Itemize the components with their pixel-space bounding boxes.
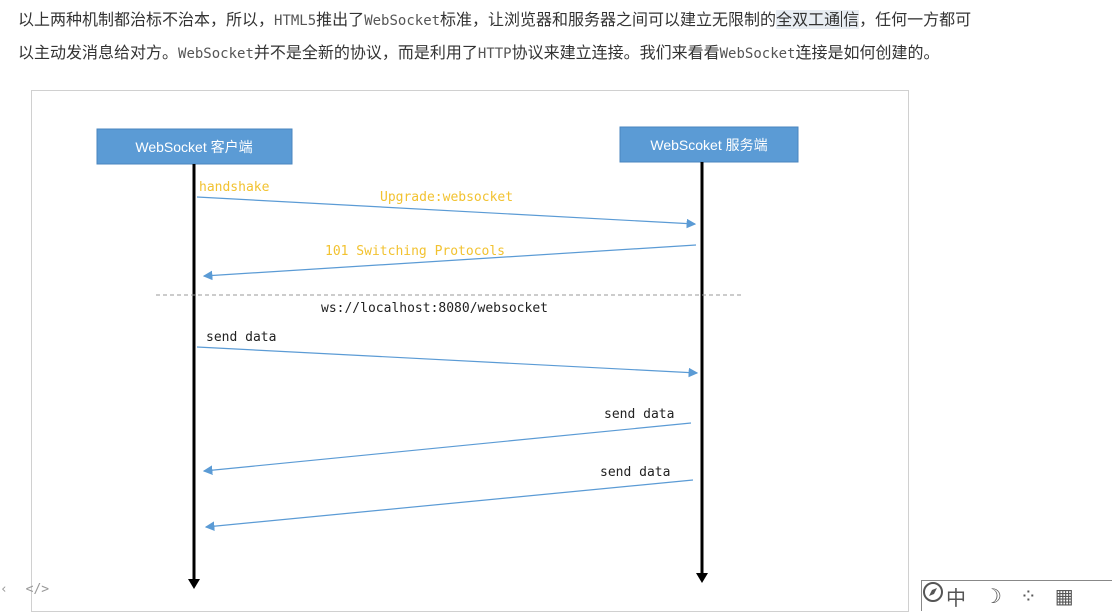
- send-arrow-3: [204, 479, 694, 531]
- text: 以主动发消息给对方。: [18, 43, 179, 62]
- send-arrow-1: [196, 346, 699, 378]
- inline-code: HTML5: [274, 13, 317, 29]
- switching-label: 101 Switching Protocols: [325, 244, 505, 259]
- upgrade-label: Upgrade:websocket: [380, 190, 513, 205]
- inline-code: WebSocket: [364, 13, 441, 29]
- selected-text: 全双工通信: [776, 10, 860, 29]
- websocket-sequence-diagram: WebSocket 客户端 WebScoket 服务端 handshake Up…: [31, 90, 909, 612]
- server-label: WebScoket 服务端: [650, 137, 767, 153]
- send-arrow-2: [202, 422, 692, 475]
- inline-code: WebSocket: [178, 46, 254, 62]
- editor-footer-left: ‹ </>: [0, 582, 59, 597]
- client-label: WebSocket 客户端: [135, 139, 252, 155]
- send-data-label-2: send data: [604, 407, 674, 422]
- chinese-mode-icon[interactable]: 中: [946, 585, 966, 610]
- handshake-label: handshake: [199, 180, 270, 195]
- dots-icon[interactable]: ⁘: [1019, 584, 1037, 608]
- inline-code: WebSocket: [719, 46, 796, 62]
- inline-code: HTTP: [477, 46, 512, 62]
- send-data-label-3: send data: [600, 465, 670, 480]
- client-lifeline-arrow: [188, 579, 200, 589]
- chevron-left-icon[interactable]: ‹: [0, 582, 8, 597]
- client-box: [96, 128, 293, 165]
- intro-paragraph: 以上两种机制都治标不治本，所以，HTML5推出了WebSocket标准，让浏览器…: [18, 4, 1108, 70]
- text: 连接是如何创建的。: [795, 43, 940, 62]
- paragraph-line-2: 以主动发消息给对方。WebSocket并不是全新的协议，而是利用了HTTP协议来…: [18, 37, 1108, 70]
- paragraph-line-1: 以上两种机制都治标不治本，所以，HTML5推出了WebSocket标准，让浏览器…: [18, 4, 1108, 37]
- text-cursor: [841, 11, 843, 27]
- moon-icon[interactable]: ☽: [984, 584, 1002, 608]
- text: 并不是全新的协议，而是利用了: [253, 43, 478, 62]
- upgrade-arrow: [196, 196, 697, 229]
- code-icon[interactable]: </>: [25, 582, 50, 597]
- grid-icon[interactable]: ▦: [1054, 584, 1074, 608]
- server-lifeline-arrow: [696, 573, 708, 583]
- server-box: [619, 126, 799, 163]
- text: 以上两种机制都治标不治本，所以，: [18, 10, 275, 29]
- diagram-svg: WebSocket 客户端 WebScoket 服务端 handshake Up…: [96, 126, 799, 589]
- switching-arrow: [202, 244, 697, 281]
- send-data-label-1: send data: [206, 330, 276, 345]
- text: 协议来建立连接。我们来看看: [511, 43, 720, 62]
- text: ，任何一方都可: [859, 10, 972, 29]
- ime-toolbar: 中 ☽ ⁘ ▦: [921, 580, 1112, 611]
- text: 推出了: [316, 10, 365, 29]
- text: 标准，让浏览器和服务器之间可以建立无限制的: [440, 10, 777, 29]
- ws-url-label: ws://localhost:8080/websocket: [321, 301, 548, 316]
